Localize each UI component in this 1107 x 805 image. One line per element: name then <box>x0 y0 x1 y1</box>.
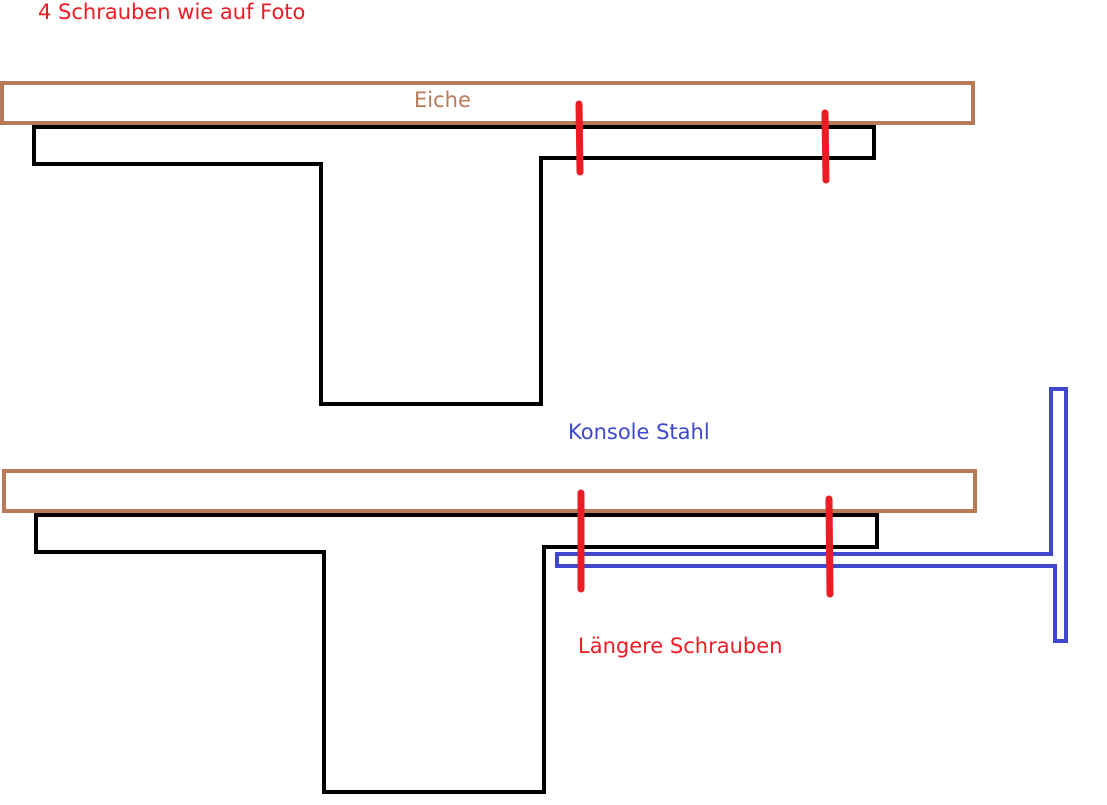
title-label: 4 Schrauben wie auf Foto <box>38 0 306 24</box>
steel-bracket <box>555 387 1068 643</box>
longer-screws-label: Längere Schrauben <box>578 634 783 658</box>
screw-bottom-2 <box>825 495 834 598</box>
bracket-label: Konsole Stahl <box>568 420 710 444</box>
screw-top-1 <box>575 100 584 176</box>
screw-top-2 <box>821 109 830 184</box>
wood-label: Eiche <box>414 88 471 112</box>
oak-board-bottom <box>2 469 977 513</box>
t-beam-top <box>32 125 876 406</box>
t-beam-bottom <box>34 513 879 794</box>
oak-board-top <box>0 81 975 125</box>
